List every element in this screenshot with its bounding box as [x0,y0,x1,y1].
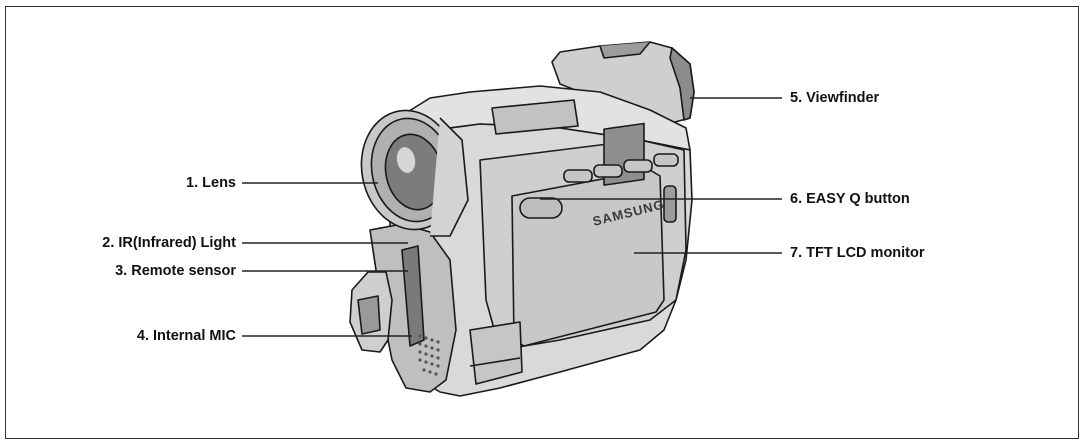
easy-q-button-shape [519,197,563,219]
label-viewfinder: 5. Viewfinder [790,90,880,106]
label-lens: 1. Lens [186,175,236,191]
label-internal-mic: 4. Internal MIC [136,328,236,344]
label-easy-q-button: 6. EASY Q button [790,191,910,207]
diagram-frame [5,6,1079,439]
label-ir-light: 2. IR(Infrared) Light [102,235,236,251]
mic-grill [418,334,440,376]
label-remote-sensor: 3. Remote sensor [115,263,236,279]
label-tft-lcd-monitor: 7. TFT LCD monitor [790,245,925,261]
leader-lines [242,97,782,337]
